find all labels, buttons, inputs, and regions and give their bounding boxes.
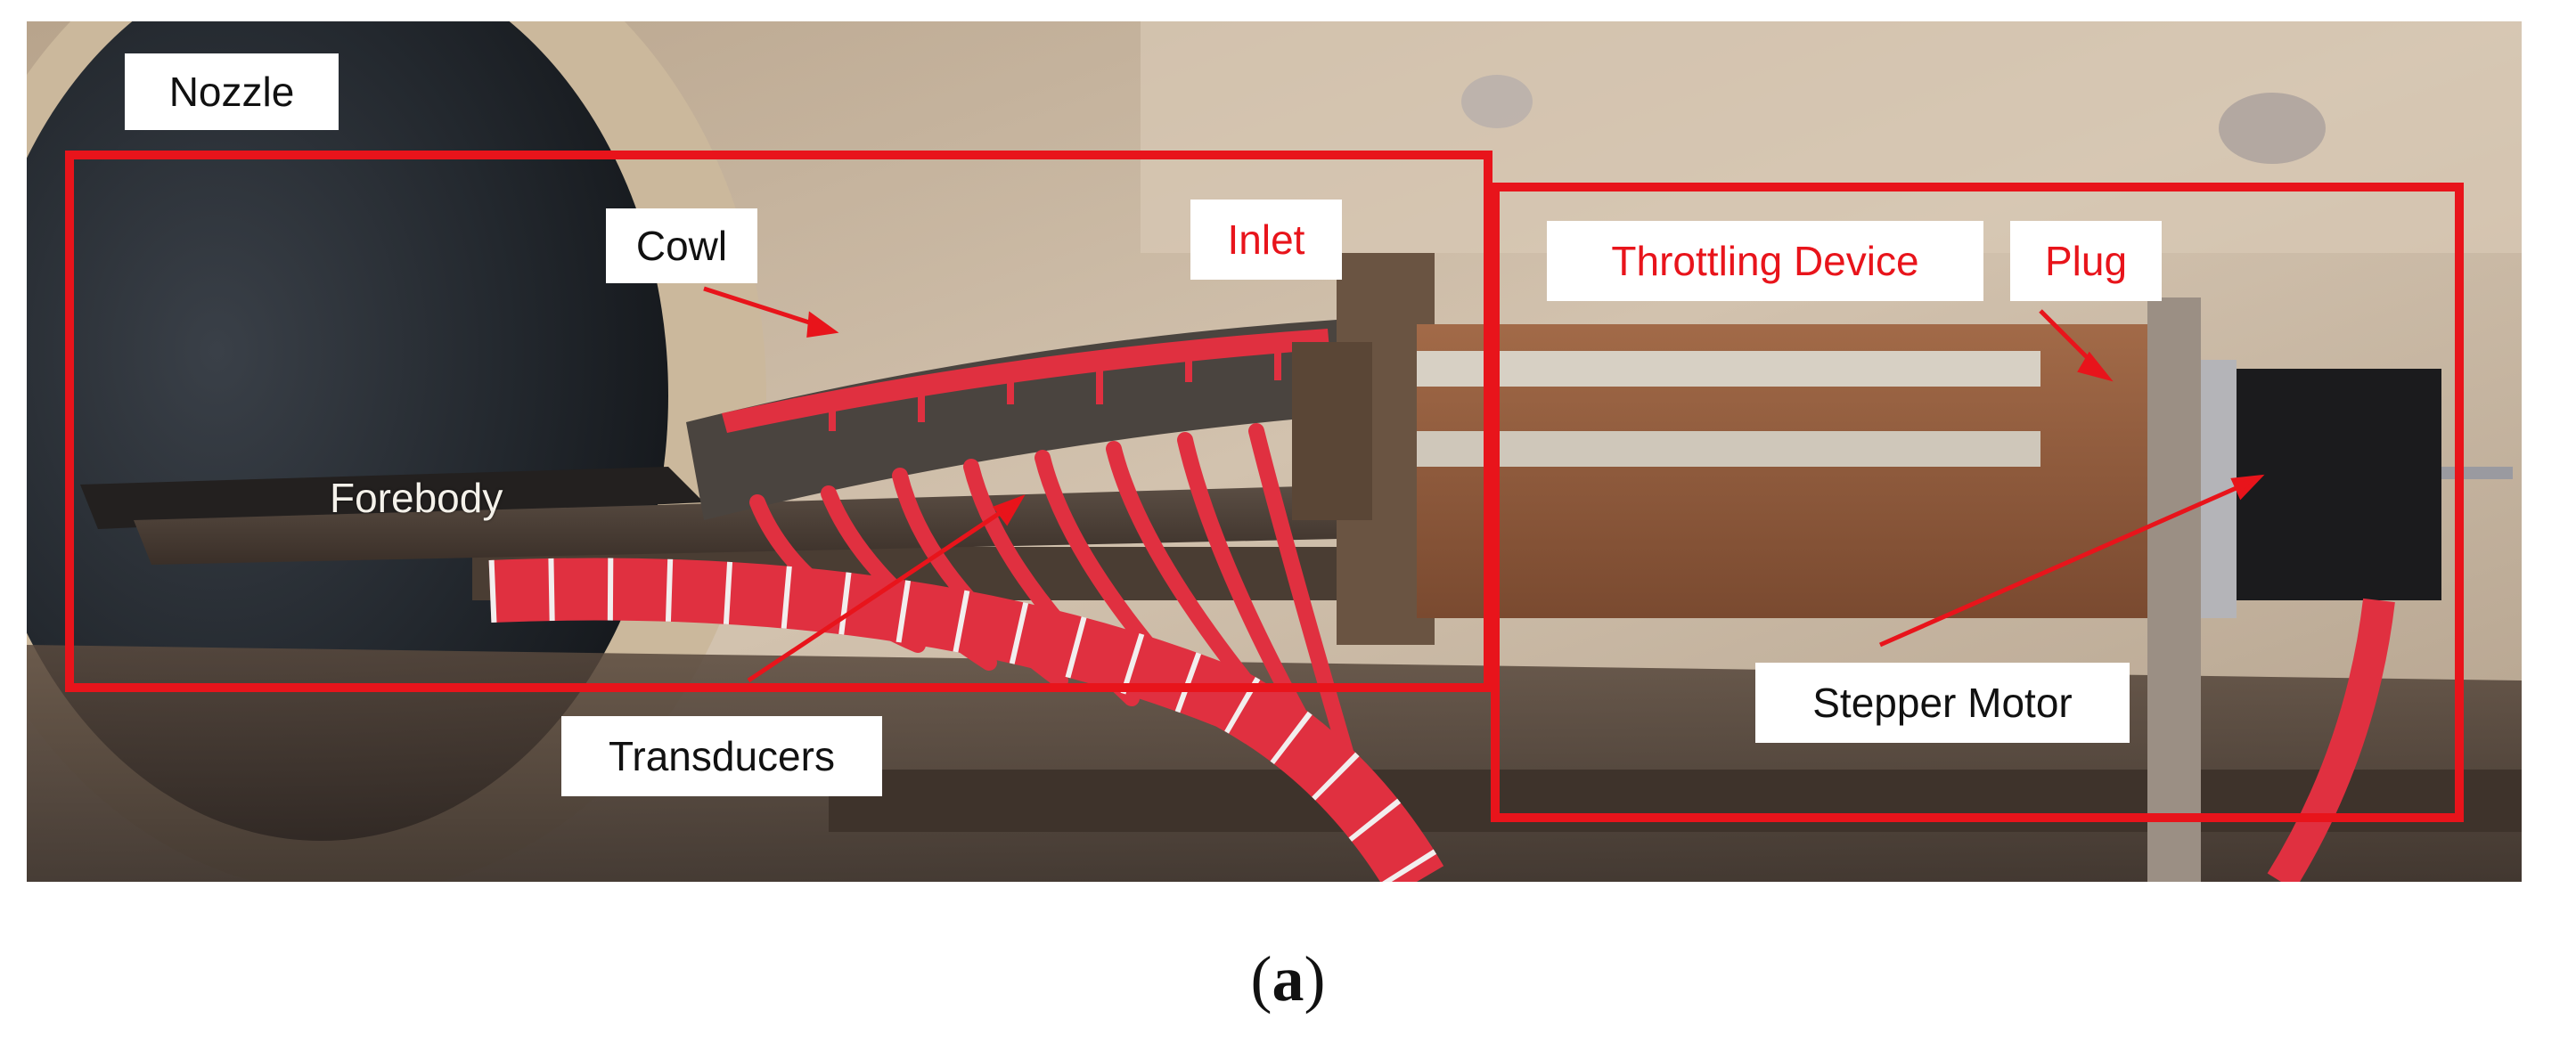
label-transducers: Transducers	[561, 716, 882, 796]
throttling-mid-bar	[1417, 431, 2040, 467]
label-inlet: Inlet	[1190, 200, 1342, 280]
figure-caption: (a)	[0, 942, 2576, 1016]
photo-figure: Nozzle Cowl Inlet Forebody Transducers T…	[27, 21, 2522, 882]
cowl-shape	[686, 320, 1363, 520]
label-nozzle: Nozzle	[125, 53, 339, 130]
forebody-shape	[80, 467, 704, 529]
throttling-assembly-frame	[1491, 183, 2464, 822]
label-stepper-motor: Stepper Motor	[1755, 663, 2130, 743]
motor-cable	[2267, 598, 2395, 882]
support-rail-lower	[829, 770, 2522, 832]
label-plug: Plug	[2010, 221, 2162, 301]
label-forebody: Forebody	[330, 475, 503, 521]
cowl-drips	[829, 346, 1281, 431]
stepper-motor	[2219, 369, 2441, 600]
throttling-plug-frame	[2147, 297, 2201, 882]
wall-stain	[2219, 93, 2326, 164]
cowl-red-marking	[722, 329, 1329, 433]
throttling-top-bar	[1417, 351, 2040, 387]
forebody-plate	[134, 485, 1381, 565]
caption-letter: a	[1272, 943, 1304, 1014]
inlet-assembly-frame	[65, 151, 1492, 692]
wall-stain	[1461, 75, 1533, 128]
caption-open-paren: (	[1250, 943, 1272, 1014]
stepper-motor-shaft	[2441, 467, 2513, 479]
label-cowl: Cowl	[606, 208, 757, 283]
label-throttling-device: Throttling Device	[1547, 221, 1983, 301]
wind-tunnel-photo	[27, 21, 2522, 882]
inlet-bracket-plate	[1292, 342, 1372, 520]
nozzle-opening	[27, 21, 668, 841]
caption-close-paren: )	[1304, 943, 1326, 1014]
cable-bundle	[488, 558, 1444, 882]
leader-arrows	[703, 286, 2265, 683]
